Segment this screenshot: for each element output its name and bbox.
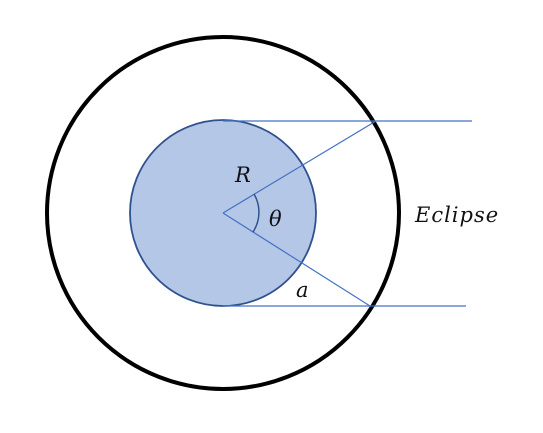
radial-line-lower	[222, 212, 371, 307]
angle-label: θ	[269, 207, 282, 231]
eclipse-label: Eclipse	[414, 203, 499, 227]
orbit-circle	[45, 35, 401, 391]
angle-arc	[252, 193, 260, 233]
radial-line-upper	[222, 120, 377, 214]
altitude-label: a	[296, 278, 309, 302]
radius-label: R	[234, 163, 251, 187]
